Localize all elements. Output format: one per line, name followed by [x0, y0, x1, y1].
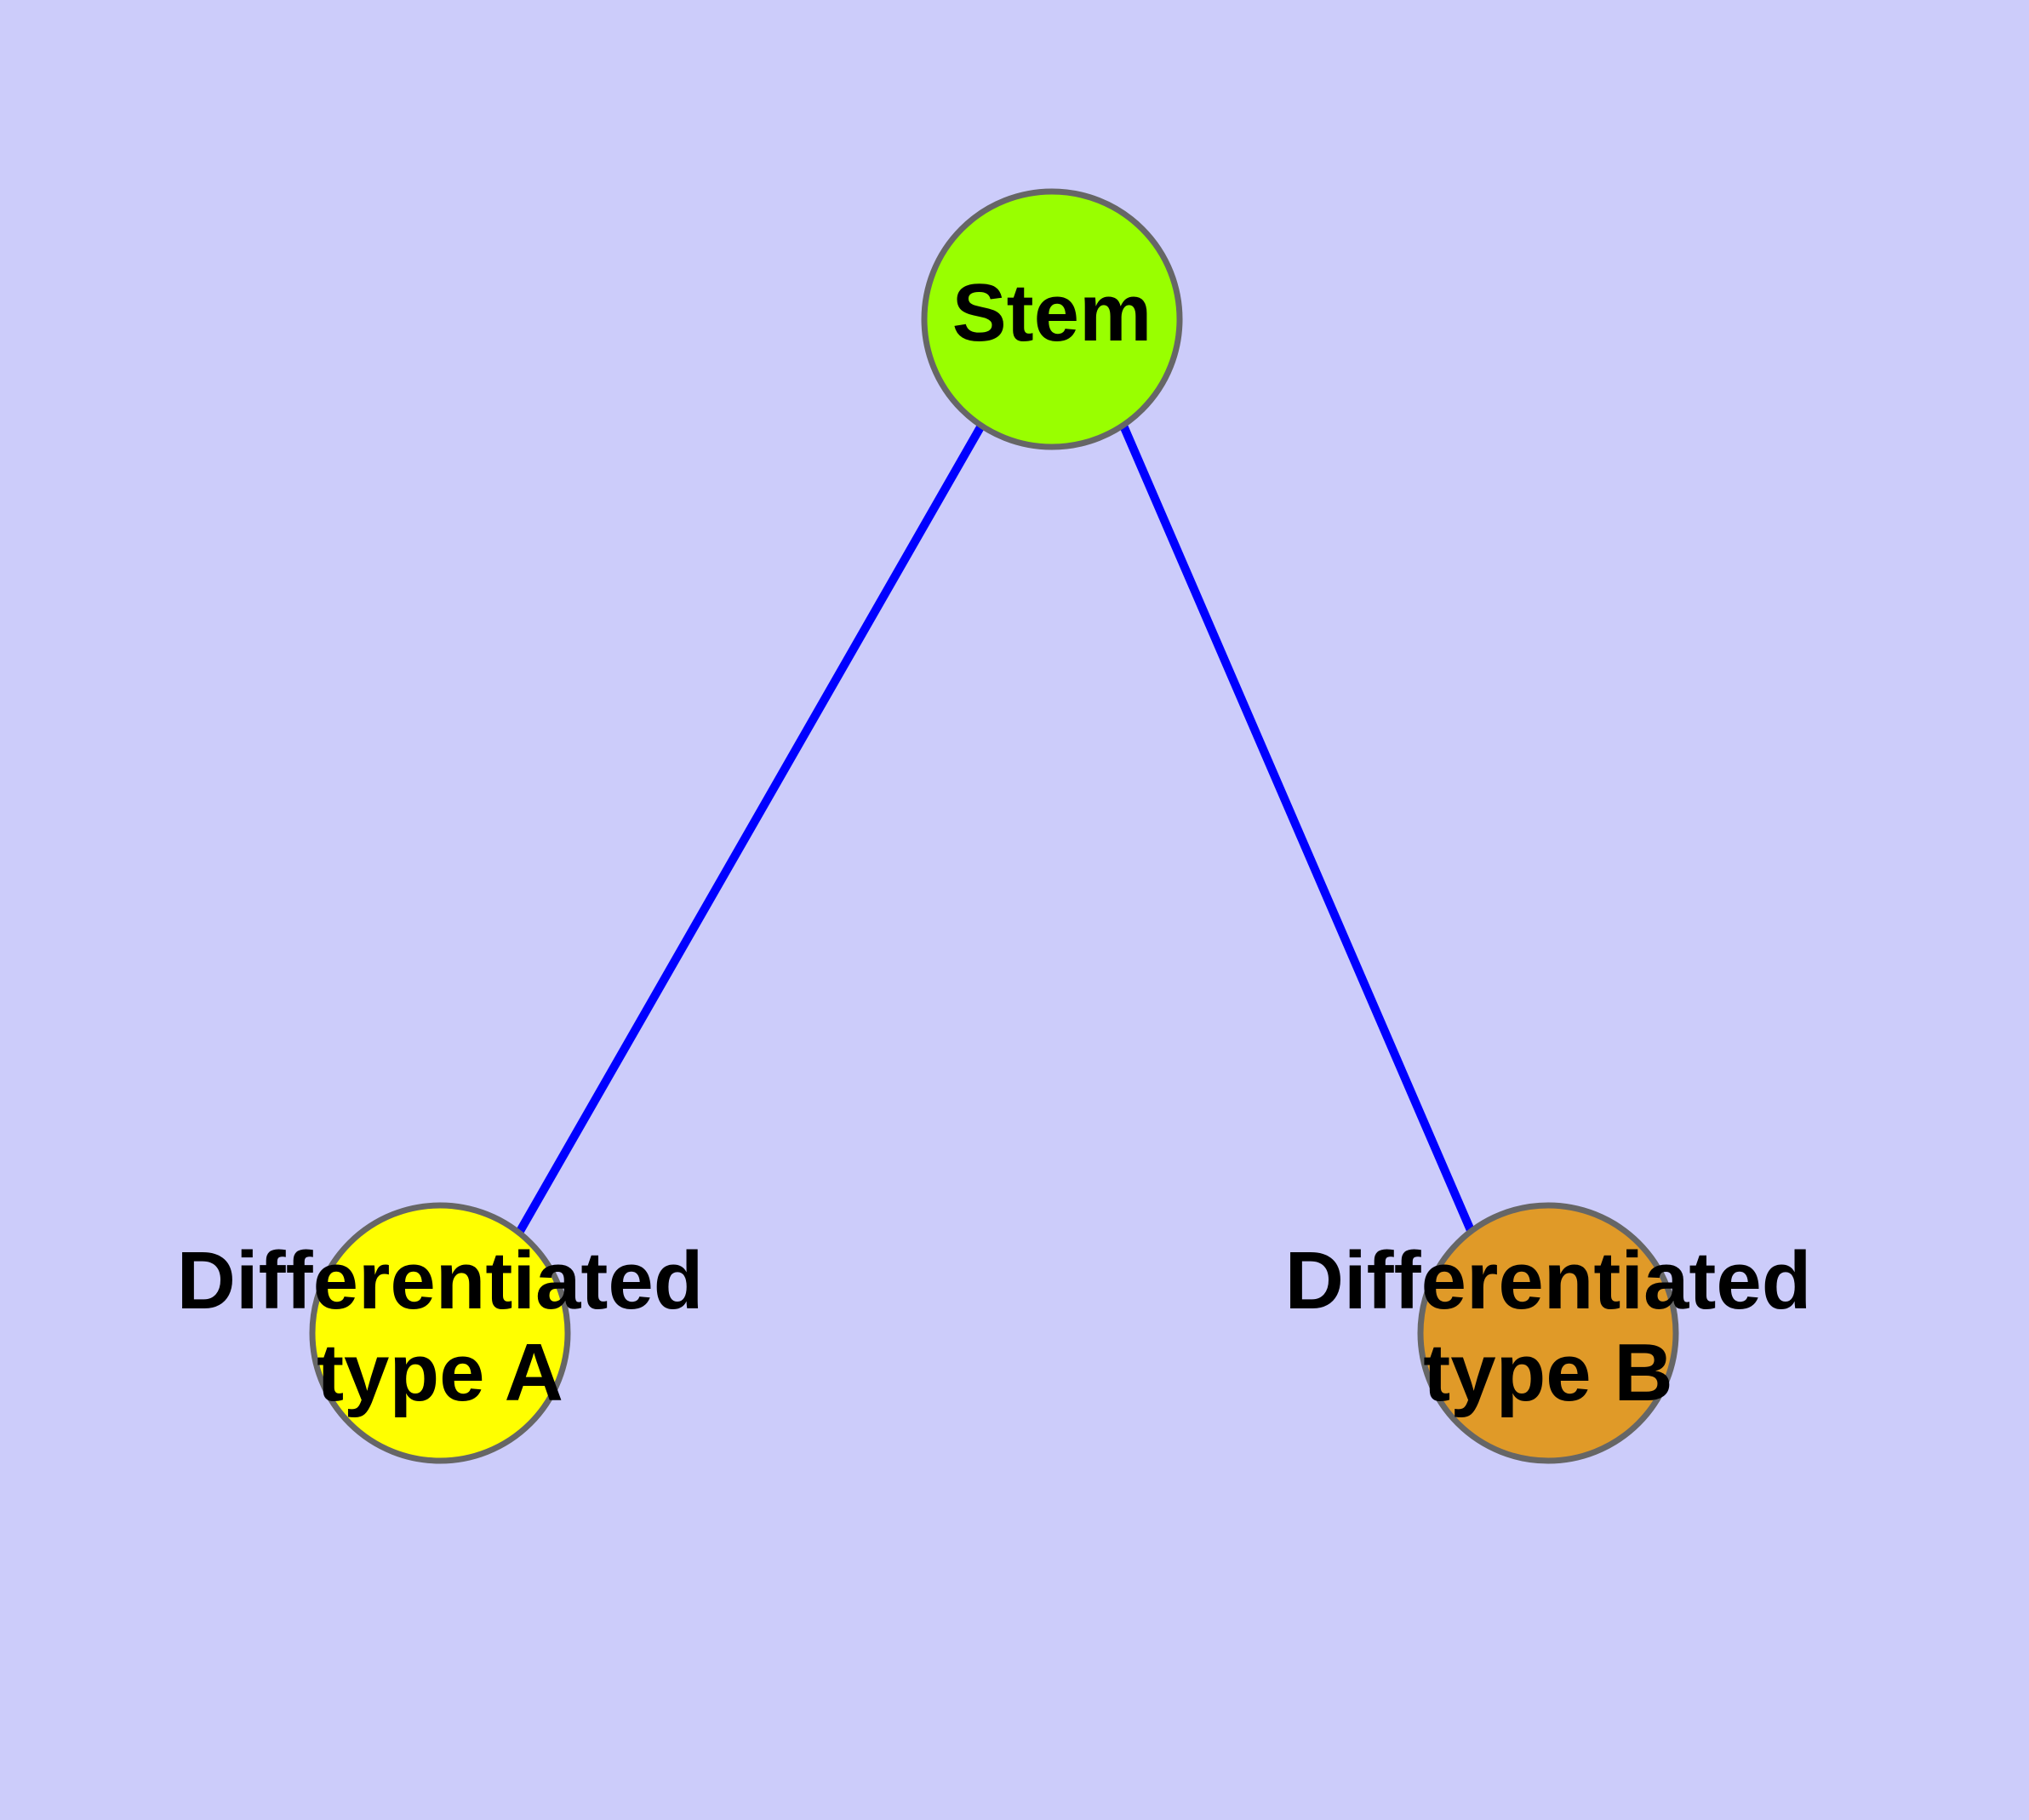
- graph-node-stem[interactable]: [921, 188, 1183, 450]
- graph-edge-stem-to-diff-b[interactable]: [1119, 424, 1477, 1236]
- graph-node-diff-a[interactable]: [309, 1202, 571, 1464]
- node-label-line: Stem: [952, 267, 1152, 358]
- node-label-line: type B: [1423, 1328, 1672, 1419]
- node-circle-diff-a[interactable]: [309, 1202, 571, 1464]
- node-circle-stem[interactable]: [921, 188, 1183, 450]
- node-label-line: Differentiated: [1285, 1235, 1812, 1326]
- graph-node-diff-b[interactable]: [1417, 1202, 1679, 1464]
- node-label-line: type A: [317, 1328, 563, 1419]
- node-label-stem: Stem: [952, 267, 1152, 358]
- edges-layer: [515, 423, 1477, 1236]
- node-label-line: Differentiated: [177, 1235, 704, 1326]
- graph-edge-stem-to-diff-a[interactable]: [515, 423, 986, 1235]
- node-circle-diff-b[interactable]: [1417, 1202, 1679, 1464]
